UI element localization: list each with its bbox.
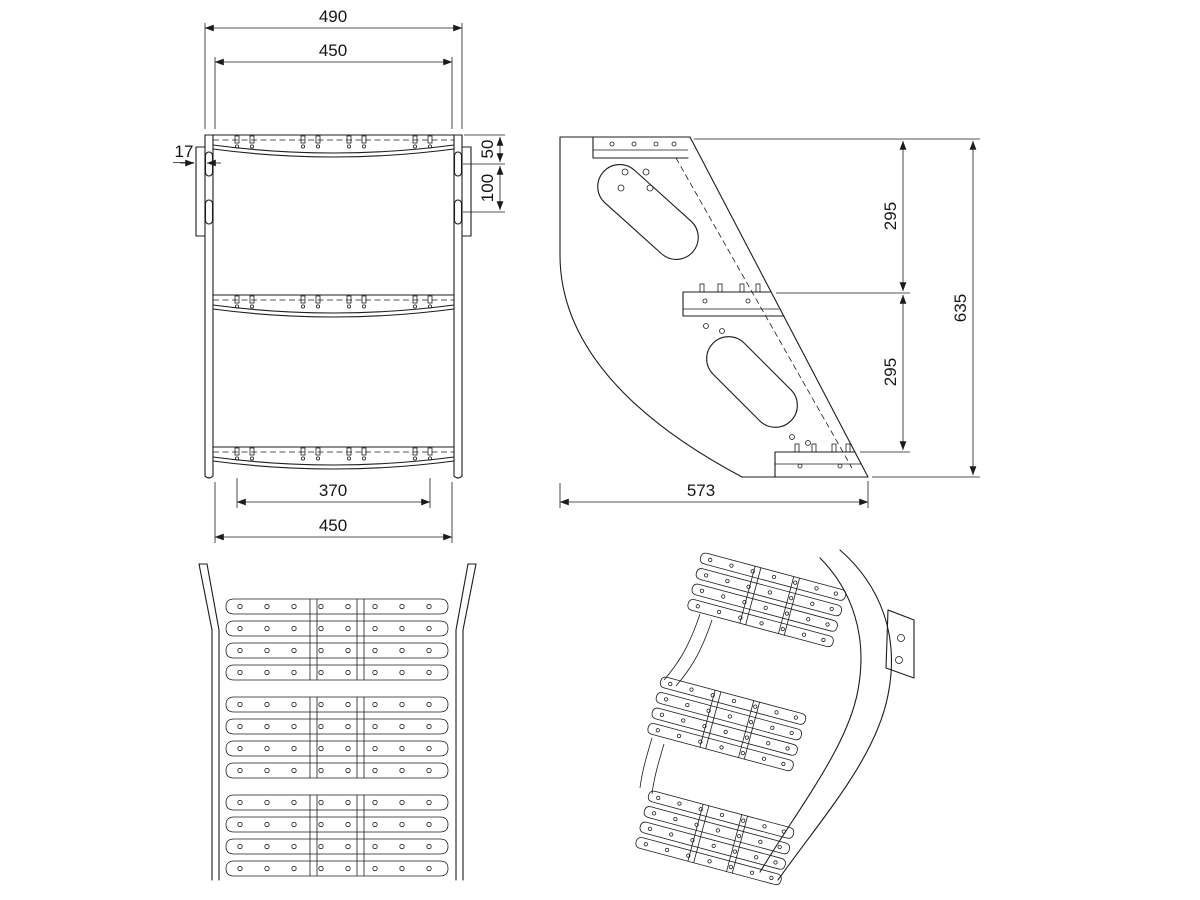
side-view xyxy=(559,136,869,478)
slot-bottom-right xyxy=(453,199,463,225)
dim-front-width-inner-top: 450 xyxy=(214,41,453,129)
dim-front-width-outer-bottom: 450 xyxy=(214,482,453,543)
slot-top-left xyxy=(204,151,214,177)
front-tread-3 xyxy=(212,446,455,470)
flange-hole xyxy=(897,634,905,642)
bottom-view xyxy=(198,563,477,881)
flange-hole xyxy=(895,656,903,664)
front-tread-2 xyxy=(212,294,455,318)
dim-bracket-thickness: 17 xyxy=(173,142,221,167)
grate-tread-3 xyxy=(226,795,448,876)
upper-cutout xyxy=(597,164,699,260)
dim-overall-depth: 573 xyxy=(559,481,869,508)
bolt-hole xyxy=(617,184,625,192)
bolt-hole xyxy=(805,440,811,446)
side-tread-3 xyxy=(774,443,862,478)
svg-text:17: 17 xyxy=(175,142,194,161)
front-tread-1 xyxy=(212,134,455,158)
slot-top-right xyxy=(453,151,463,177)
lower-cutout xyxy=(706,336,798,428)
front-view xyxy=(195,134,472,479)
svg-text:573: 573 xyxy=(687,481,715,500)
right-mounting-tab xyxy=(461,146,472,237)
dim-slot-pitch: 100 xyxy=(463,165,505,213)
right-rail xyxy=(455,563,477,881)
iso-tread-2 xyxy=(647,676,807,772)
svg-text:370: 370 xyxy=(319,481,347,500)
iso-tread-3 xyxy=(635,790,795,886)
svg-text:295: 295 xyxy=(881,358,900,386)
svg-text:490: 490 xyxy=(319,7,347,26)
left-mounting-tab xyxy=(195,146,206,237)
svg-text:450: 450 xyxy=(319,516,347,535)
iso-stringer-inner xyxy=(759,557,862,873)
dim-slot-offset-top: 50 xyxy=(463,134,505,165)
svg-text:50: 50 xyxy=(478,140,497,159)
bolt-hole xyxy=(642,168,650,176)
dim-overall-height: 635 xyxy=(872,140,980,478)
dim-front-width-outer-top: 490 xyxy=(204,7,463,129)
dim-step-pitch-upper: 295 xyxy=(694,138,980,294)
svg-text:295: 295 xyxy=(881,202,900,230)
grate-tread-1 xyxy=(226,599,448,680)
iso-tread-1 xyxy=(687,552,847,648)
side-tread-2 xyxy=(682,283,785,317)
dim-tread-clear-width: 370 xyxy=(236,478,431,508)
bolt-hole xyxy=(703,323,709,329)
left-rail xyxy=(198,563,220,881)
iso-stringer-outer xyxy=(777,549,892,881)
side-tread-1 xyxy=(592,136,689,159)
bolt-hole xyxy=(621,168,629,176)
dim-step-pitch-lower: 295 xyxy=(860,294,910,453)
bolt-hole xyxy=(719,328,725,334)
svg-text:100: 100 xyxy=(478,174,497,202)
slot-bottom-left xyxy=(204,199,214,225)
bolt-hole xyxy=(789,434,795,440)
svg-text:635: 635 xyxy=(951,294,970,322)
svg-text:450: 450 xyxy=(319,41,347,60)
iso-mounting-flange xyxy=(885,609,915,679)
grate-tread-2 xyxy=(226,697,448,778)
bolt-hole xyxy=(646,184,654,192)
isometric-view xyxy=(635,549,915,886)
